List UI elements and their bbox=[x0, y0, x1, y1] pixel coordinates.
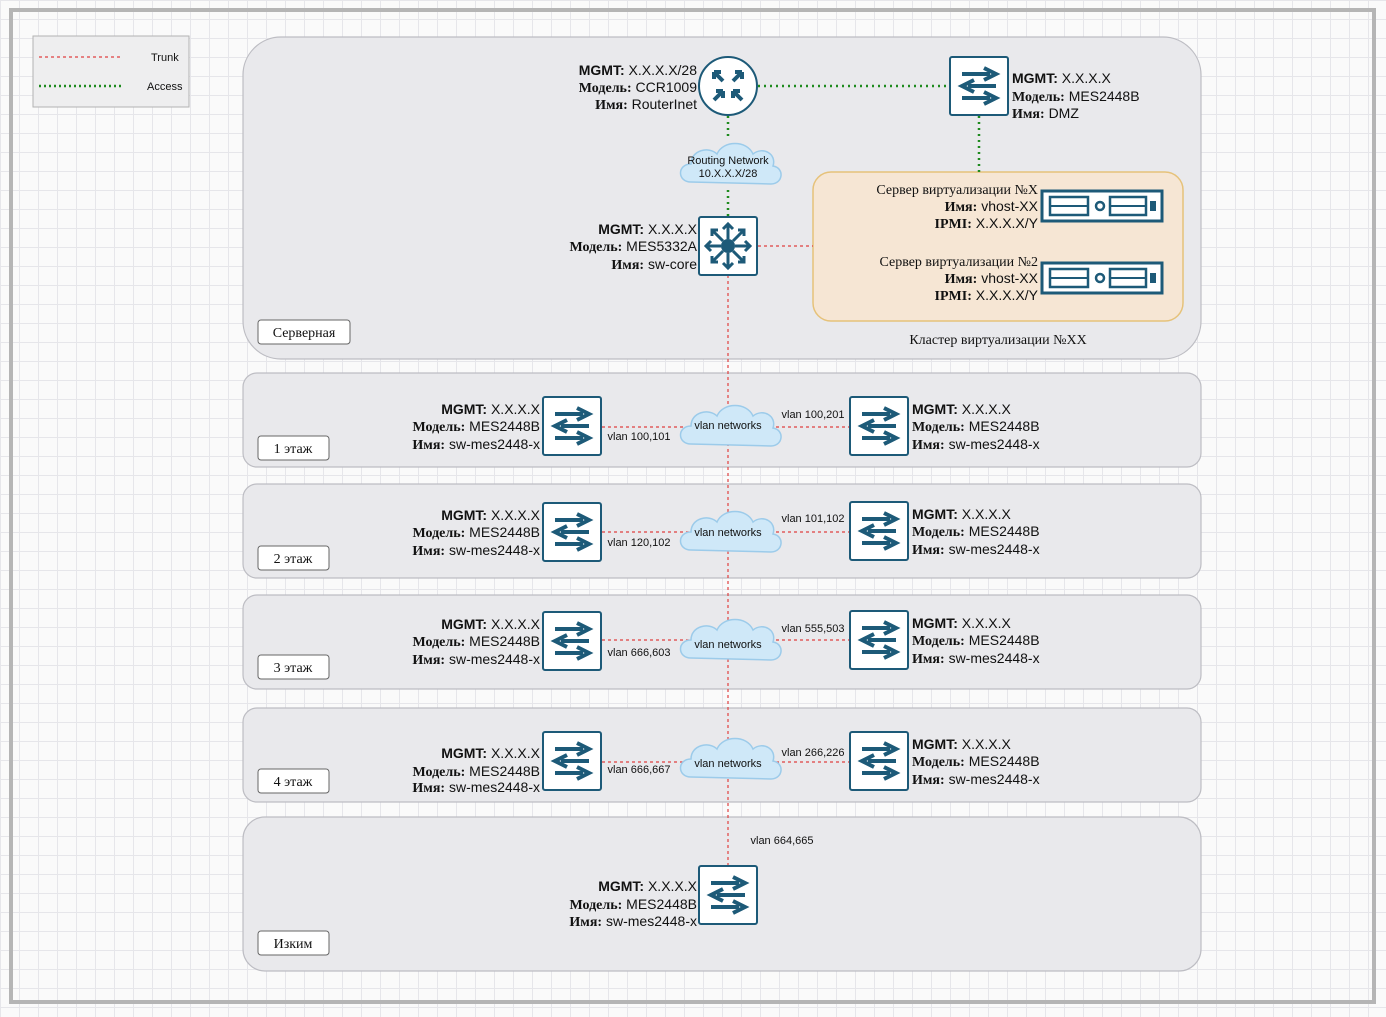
floor-1-right-name: Имя: sw-mes2448-x bbox=[912, 436, 1040, 453]
tag-floor-3[interactable]: 3 этаж bbox=[257, 654, 330, 680]
floor-3-left-model: Модель: MES2448B bbox=[412, 633, 540, 650]
tag-izkim[interactable]: Изким bbox=[257, 930, 330, 956]
floor-2-right-mgmt: MGMT: X.X.X.X bbox=[912, 506, 1011, 522]
izkim-mgmt: MGMT: X.X.X.X bbox=[598, 878, 697, 894]
server-1-ipmi: IPMI: X.X.X.X/Y bbox=[935, 215, 1039, 232]
floor-4-right-model: Модель: MES2448B bbox=[912, 753, 1040, 770]
router-model: Модель: CCR1009 bbox=[579, 79, 697, 96]
core-model: Модель: MES5332A bbox=[569, 238, 697, 255]
izkim-model: Модель: MES2448B bbox=[569, 896, 697, 913]
legend-trunk: Trunk bbox=[151, 52, 179, 64]
floor-4-right-mgmt: MGMT: X.X.X.X bbox=[912, 736, 1011, 752]
routing-cloud-line2: 10.X.X.X/28 bbox=[699, 168, 758, 180]
tag-floor-4[interactable]: 4 этаж bbox=[257, 768, 330, 794]
core-switch-icon[interactable] bbox=[698, 216, 758, 276]
floor-4-right-vlan: vlan 266,226 bbox=[782, 747, 845, 759]
floor-2-right-name: Имя: sw-mes2448-x bbox=[912, 541, 1040, 558]
routing-cloud-line1: Routing Network bbox=[687, 155, 769, 167]
floor-3-cloud-label: vlan networks bbox=[694, 639, 762, 651]
floor-4-right-name: Имя: sw-mes2448-x bbox=[912, 771, 1040, 788]
tag-floor-1[interactable]: 1 этаж bbox=[257, 435, 330, 461]
router-icon[interactable] bbox=[698, 56, 758, 116]
floor-1-left-mgmt: MGMT: X.X.X.X bbox=[441, 401, 540, 417]
core-name: Имя: sw-core bbox=[611, 256, 697, 273]
floor-3-left-vlan: vlan 666,603 bbox=[608, 647, 671, 659]
floor-3-right-switch-icon[interactable] bbox=[848, 609, 910, 671]
legend-access: Access bbox=[147, 81, 183, 93]
floor-4-left-name: Имя: sw-mes2448-x bbox=[412, 779, 540, 796]
floor-2-right-model: Модель: MES2448B bbox=[912, 523, 1040, 540]
server-2-name: Имя: vhost-XX bbox=[945, 270, 1039, 287]
floor-3-right-name: Имя: sw-mes2448-x bbox=[912, 650, 1040, 667]
core-mgmt: MGMT: X.X.X.X bbox=[598, 221, 697, 237]
floor-3-right-vlan: vlan 555,503 bbox=[782, 623, 845, 635]
dmz-name: Имя: DMZ bbox=[1012, 105, 1079, 122]
server-2-ipmi: IPMI: X.X.X.X/Y bbox=[935, 287, 1039, 304]
floor-1-cloud-label: vlan networks bbox=[694, 420, 762, 432]
izkim-name: Имя: sw-mes2448-x bbox=[569, 913, 697, 930]
dmz-mgmt: MGMT: X.X.X.X bbox=[1012, 70, 1111, 86]
izkim-vlan: vlan 664,665 bbox=[751, 835, 814, 847]
server-2-icon[interactable] bbox=[1040, 261, 1164, 295]
floor-3-left-name: Имя: sw-mes2448-x bbox=[412, 651, 540, 668]
floor-1-right-model: Модель: MES2448B bbox=[912, 418, 1040, 435]
floor-2-cloud-label: vlan networks bbox=[694, 527, 762, 539]
floor-4-cloud-label: vlan networks bbox=[694, 758, 762, 770]
floor-4-left-switch-icon[interactable] bbox=[541, 730, 603, 792]
server-1-title: Сервер виртуализации №X bbox=[876, 183, 1038, 198]
floor-1-right-vlan: vlan 100,201 bbox=[782, 409, 845, 421]
izkim-switch-icon[interactable] bbox=[697, 864, 759, 926]
tag-server-room[interactable]: Серверная bbox=[257, 319, 351, 345]
floor-3-left-mgmt: MGMT: X.X.X.X bbox=[441, 616, 540, 632]
server-1-icon[interactable] bbox=[1040, 189, 1164, 223]
floor-1-left-name: Имя: sw-mes2448-x bbox=[412, 436, 540, 453]
router-name: Имя: RouterInet bbox=[595, 96, 697, 113]
floor-2-left-name: Имя: sw-mes2448-x bbox=[412, 542, 540, 559]
server-2-title: Сервер виртуализации №2 bbox=[879, 255, 1038, 270]
dmz-model: Модель: MES2448B bbox=[1012, 88, 1140, 105]
floor-1-left-model: Модель: MES2448B bbox=[412, 418, 540, 435]
floor-2-left-vlan: vlan 120,102 bbox=[608, 537, 671, 549]
tag-floor-1-label: 1 этаж bbox=[274, 442, 313, 457]
dmz-switch-icon[interactable] bbox=[948, 55, 1010, 117]
floor-2-left-model: Модель: MES2448B bbox=[412, 524, 540, 541]
floor-1-left-switch-icon[interactable] bbox=[541, 395, 603, 457]
tag-server-room-label: Серверная bbox=[273, 326, 336, 341]
tag-floor-3-label: 3 этаж bbox=[274, 661, 313, 676]
floor-1-left-vlan: vlan 100,101 bbox=[608, 431, 671, 443]
tag-floor-4-label: 4 этаж bbox=[274, 775, 313, 790]
server-1-name: Имя: vhost-XX bbox=[945, 198, 1039, 215]
floor-3-right-mgmt: MGMT: X.X.X.X bbox=[912, 615, 1011, 631]
floor-3-right-model: Модель: MES2448B bbox=[912, 632, 1040, 649]
floor-2-right-vlan: vlan 101,102 bbox=[782, 513, 845, 525]
tag-floor-2[interactable]: 2 этаж bbox=[257, 545, 330, 571]
router-mgmt: MGMT: X.X.X.X/28 bbox=[579, 62, 697, 78]
legend: Trunk Access bbox=[32, 35, 190, 108]
floor-1-right-mgmt: MGMT: X.X.X.X bbox=[912, 401, 1011, 417]
cluster-label: Кластер виртуализации №XX bbox=[909, 333, 1086, 348]
floor-4-right-switch-icon[interactable] bbox=[848, 730, 910, 792]
floor-2-right-switch-icon[interactable] bbox=[848, 500, 910, 562]
floor-4-left-vlan: vlan 666,667 bbox=[608, 764, 671, 776]
floor-1-right-switch-icon[interactable] bbox=[848, 395, 910, 457]
tag-floor-2-label: 2 этаж bbox=[274, 552, 313, 567]
floor-3-left-switch-icon[interactable] bbox=[541, 610, 603, 672]
tag-izkim-label: Изким bbox=[274, 937, 313, 952]
floor-4-left-model: Модель: MES2448B bbox=[412, 763, 540, 780]
floor-2-left-mgmt: MGMT: X.X.X.X bbox=[441, 507, 540, 523]
page-frame bbox=[9, 8, 1376, 1004]
floor-2-left-switch-icon[interactable] bbox=[541, 501, 603, 563]
floor-4-left-mgmt: MGMT: X.X.X.X bbox=[441, 745, 540, 761]
